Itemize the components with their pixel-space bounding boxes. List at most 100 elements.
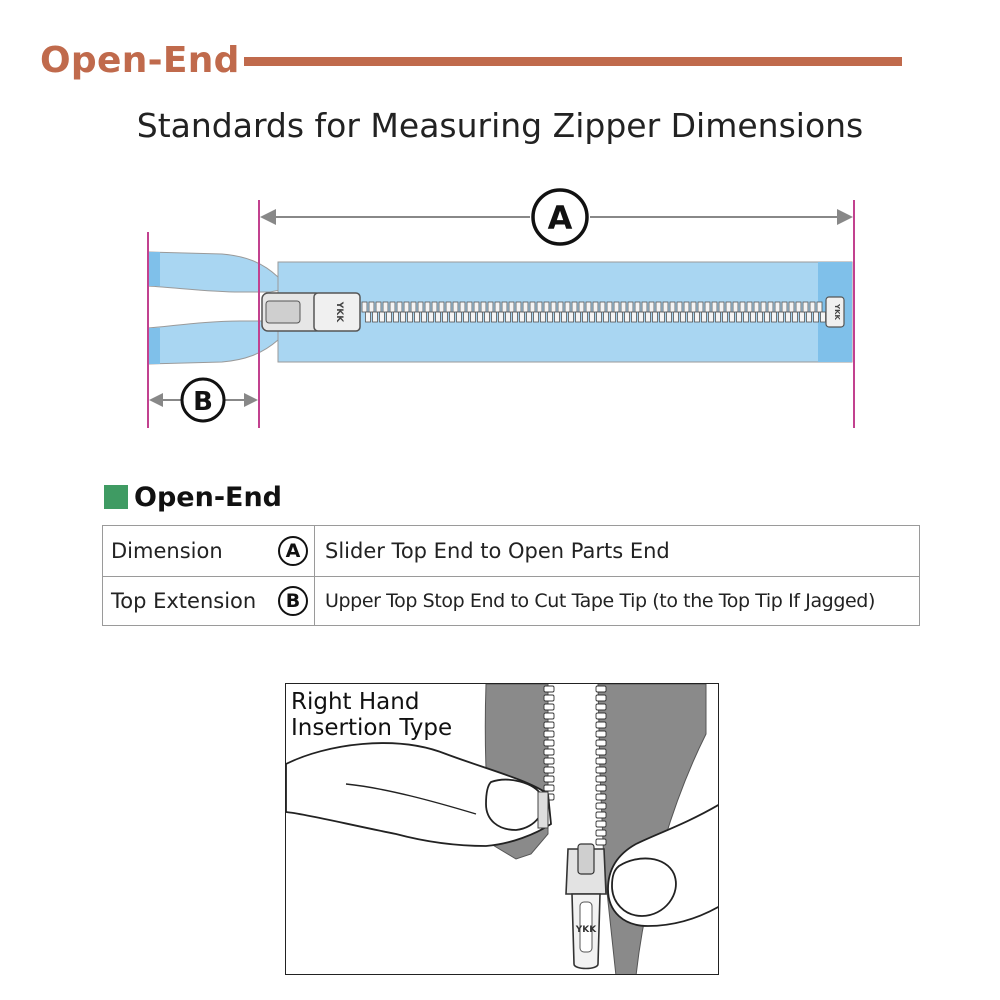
zipper-tooth xyxy=(414,311,420,323)
zipper-tooth xyxy=(442,311,448,323)
zipper-tooth xyxy=(666,311,672,323)
section-bullet-icon xyxy=(104,485,128,509)
zipper-tooth xyxy=(466,301,473,313)
zipper-slider: YKK xyxy=(261,292,361,332)
zipper-tooth xyxy=(431,301,438,313)
header-rule xyxy=(244,57,902,66)
zipper-tooth xyxy=(669,301,676,313)
zipper-tooth xyxy=(473,301,480,313)
zipper-tooth xyxy=(505,311,511,323)
table-cell-label: Top Extension B xyxy=(103,576,315,625)
zipper-tooth xyxy=(781,301,788,313)
insertion-pin xyxy=(537,791,549,829)
zipper-tooth xyxy=(543,694,555,702)
zipper-tape-upper xyxy=(147,251,281,293)
zipper-tooth xyxy=(522,301,529,313)
zipper-tooth xyxy=(613,301,620,313)
zipper-tooth xyxy=(396,301,403,313)
zipper-tooth xyxy=(778,311,784,323)
zipper-tooth xyxy=(403,301,410,313)
zipper-tooth xyxy=(697,301,704,313)
zipper-tooth xyxy=(543,712,555,720)
left-thumbnail xyxy=(485,778,545,831)
zipper-tooth xyxy=(595,748,607,756)
zipper-tooth xyxy=(595,766,607,774)
zipper-tooth xyxy=(585,301,592,313)
dimension-a-arrow: A xyxy=(260,188,853,246)
tape-end-upper xyxy=(148,252,160,286)
zipper-tooth xyxy=(428,311,434,323)
zipper-tooth xyxy=(575,311,581,323)
zipper-tooth xyxy=(540,311,546,323)
table-row: Top Extension B Upper Top Stop End to Cu… xyxy=(103,576,919,625)
zipper-tooth xyxy=(456,311,462,323)
zipper-tooth xyxy=(792,311,798,323)
zipper-tooth xyxy=(449,311,455,323)
zipper-tooth xyxy=(750,311,756,323)
zipper-tooth xyxy=(802,301,809,313)
zipper-tooth xyxy=(767,301,774,313)
insertion-drawing: YKK xyxy=(286,684,718,974)
zipper-tooth xyxy=(543,730,555,738)
zipper-tooth xyxy=(718,301,725,313)
zipper-tooth xyxy=(543,721,555,729)
zipper-tape-lower xyxy=(147,320,281,365)
zipper-tooth xyxy=(743,311,749,323)
dimension-badge: A xyxy=(278,536,308,566)
zipper-tooth xyxy=(595,793,607,801)
zipper-tooth xyxy=(746,301,753,313)
zipper-tooth xyxy=(799,311,805,323)
zipper-tooth xyxy=(543,685,555,693)
dimension-b-arrow: B xyxy=(149,377,258,423)
zipper-tooth xyxy=(725,301,732,313)
zipper-tooth xyxy=(694,311,700,323)
zipper-tooth xyxy=(379,311,385,323)
zipper-tooth xyxy=(487,301,494,313)
zipper-tooth xyxy=(564,301,571,313)
zipper-tooth xyxy=(595,784,607,792)
zipper-tooth xyxy=(764,311,770,323)
zipper-tooth xyxy=(494,301,501,313)
zipper-tooth xyxy=(595,730,607,738)
zipper-tooth xyxy=(813,311,819,323)
zipper-tooth xyxy=(595,685,607,693)
zipper-tooth xyxy=(508,301,515,313)
illustration-teeth xyxy=(543,685,607,846)
zipper-tooth xyxy=(659,311,665,323)
zipper-tooth xyxy=(365,311,371,323)
zipper-tooth xyxy=(543,775,555,783)
zipper-tooth xyxy=(634,301,641,313)
zipper-tooth xyxy=(529,301,536,313)
zipper-tooth xyxy=(652,311,658,323)
zipper-tooth xyxy=(715,311,721,323)
insertion-illustration: YKK Right Hand Insertion Type xyxy=(285,683,719,975)
header-title: Open-End xyxy=(40,40,240,81)
zipper-tooth xyxy=(536,301,543,313)
zipper-tooth xyxy=(512,311,518,323)
zipper-tooth xyxy=(599,301,606,313)
dimension-b-label: B xyxy=(193,387,213,417)
zipper-tooth xyxy=(595,703,607,711)
dimension-badge: B xyxy=(278,585,308,616)
zipper-tooth xyxy=(554,311,560,323)
zipper-tooth xyxy=(645,311,651,323)
zipper-diagram: YKK YKK A B xyxy=(147,188,855,428)
zipper-tooth xyxy=(550,301,557,313)
zipper-tooth xyxy=(595,739,607,747)
zipper-tooth xyxy=(704,301,711,313)
zipper-tooth xyxy=(595,694,607,702)
zipper-tooth xyxy=(463,311,469,323)
zipper-tooth xyxy=(543,739,555,747)
left-finger-line xyxy=(345,783,477,815)
zipper-tooth xyxy=(595,757,607,765)
zipper-tooth xyxy=(595,775,607,783)
zipper-tooth xyxy=(595,811,607,819)
zipper-tooth xyxy=(603,311,609,323)
zipper-tooth xyxy=(736,311,742,323)
zipper-tooth xyxy=(711,301,718,313)
zipper-tooth xyxy=(435,311,441,323)
zipper-tooth xyxy=(739,301,746,313)
zipper-tooth xyxy=(729,311,735,323)
zipper-tooth xyxy=(722,311,728,323)
zipper-tooth xyxy=(372,311,378,323)
